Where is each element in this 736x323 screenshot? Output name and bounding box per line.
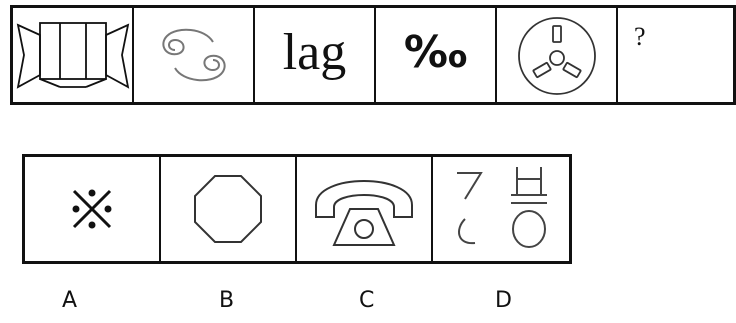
film-reel-icon	[512, 10, 602, 100]
sequence-text-permille: ‰	[404, 27, 467, 78]
option-d-label[interactable]: D	[495, 288, 512, 313]
sequence-cell-5	[497, 8, 618, 102]
sequence-text-lag: lag	[283, 27, 347, 79]
cancer-zodiac-icon	[149, 20, 239, 90]
option-a-cell[interactable]	[25, 157, 161, 261]
options-row	[22, 154, 572, 264]
option-a-label[interactable]: A	[62, 288, 77, 313]
telephone-icon	[304, 159, 424, 259]
option-c-label[interactable]: C	[359, 288, 374, 313]
option-c-cell[interactable]	[297, 157, 433, 261]
sequence-cell-3: lag	[255, 8, 376, 102]
option-b-label[interactable]: B	[219, 288, 234, 313]
sequence-cell-1	[13, 8, 134, 102]
option-d-cell[interactable]	[433, 157, 569, 261]
cross-dots-icon	[52, 169, 132, 249]
sequence-cell-question: ?	[618, 8, 733, 102]
option-b-cell[interactable]	[161, 157, 297, 261]
sequence-cell-2	[134, 8, 255, 102]
question-mark: ?	[634, 22, 646, 52]
banner-ribbon-icon	[14, 15, 132, 95]
sequence-row: lag ‰ ?	[10, 5, 736, 105]
octagon-icon	[183, 164, 273, 254]
glyph-shapes-icon	[441, 159, 561, 259]
sequence-cell-4: ‰	[376, 8, 497, 102]
